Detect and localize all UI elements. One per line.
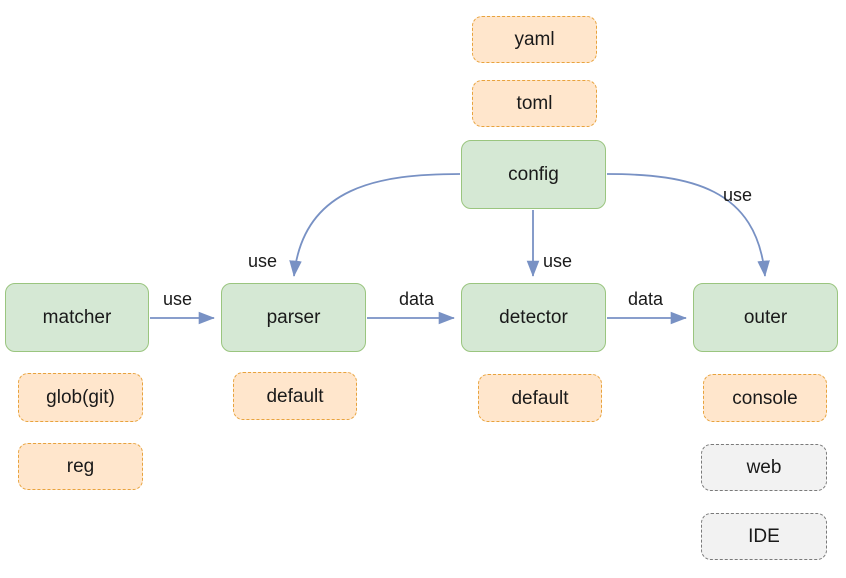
node-parser[interactable]: parser — [221, 283, 366, 352]
node-detector[interactable]: detector — [461, 283, 606, 352]
node-label: default — [266, 385, 324, 407]
node-label: IDE — [748, 526, 780, 547]
edge-label-config-to-detector: use — [543, 251, 573, 271]
node-label: parser — [266, 307, 321, 328]
node-toml[interactable]: toml — [472, 80, 597, 127]
node-label: detector — [499, 307, 568, 328]
edge-label-config-to-parser: use — [248, 251, 278, 271]
node-label: console — [732, 387, 798, 409]
node-label: web — [746, 457, 782, 478]
node-label: config — [508, 164, 559, 185]
node-ide[interactable]: IDE — [701, 513, 827, 560]
node-label: yaml — [514, 29, 555, 50]
node-parser-default[interactable]: default — [233, 372, 357, 420]
node-label: outer — [743, 307, 788, 328]
node-detector-default[interactable]: default — [478, 374, 602, 422]
node-reg[interactable]: reg — [18, 443, 143, 490]
edge-label-detector-to-outer: data — [628, 289, 664, 309]
node-web[interactable]: web — [701, 444, 827, 491]
node-matcher[interactable]: matcher — [5, 283, 149, 352]
edge-label-matcher-to-parser: use — [163, 289, 193, 309]
node-label: matcher — [42, 307, 112, 328]
node-label: glob(git) — [46, 387, 115, 408]
edge-config-to-parser — [289, 173, 461, 277]
node-console[interactable]: console — [703, 374, 827, 422]
node-yaml[interactable]: yaml — [472, 16, 597, 63]
node-outer[interactable]: outer — [693, 283, 838, 352]
node-label: reg — [66, 456, 95, 477]
node-glob-git[interactable]: glob(git) — [18, 373, 143, 422]
node-config[interactable]: config — [461, 140, 606, 209]
edge-label-config-to-outer: use — [723, 185, 753, 205]
edge-label-parser-to-detector: data — [399, 289, 435, 309]
node-label: toml — [516, 93, 553, 114]
node-label: default — [511, 387, 569, 409]
